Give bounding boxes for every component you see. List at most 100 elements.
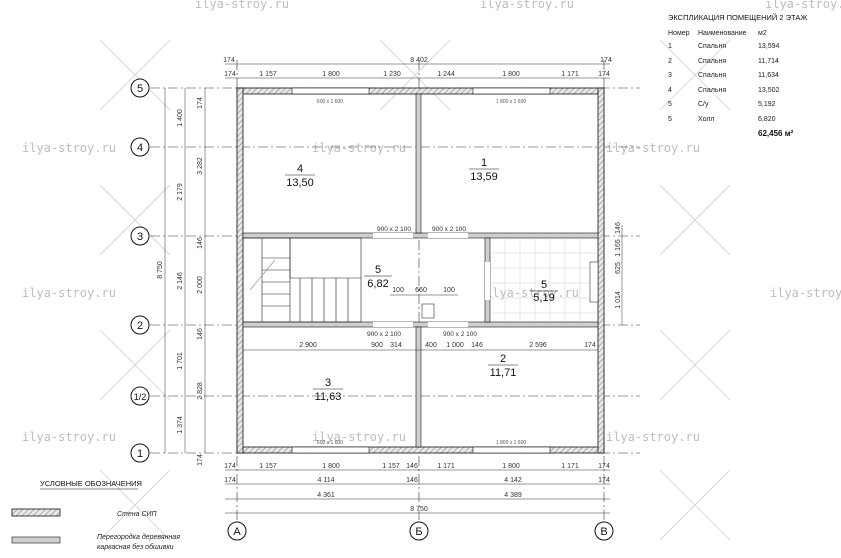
partitions (242, 93, 599, 448)
room-number: 4 (297, 163, 303, 175)
mid-row-dimensions: 2 900 900 314 400 1 000 146 2 596 174 (243, 342, 598, 351)
dim-text: 174 (224, 477, 236, 484)
watermark-text: ilya-stroy.ru (765, 0, 841, 11)
explication-area: 11,634 (758, 72, 779, 79)
dim-text: 4 361 (317, 492, 335, 499)
legend: УСЛОВНЫЕ ОБОЗНАЧЕНИЯ Стена СИП Перегород… (11, 479, 180, 551)
window-labels: 600 x 1 600 1 800 x 1 600 600 x 1 600 1 … (317, 99, 526, 446)
dim-text: 1 701 (177, 352, 184, 370)
dim-text: 1 157 (259, 71, 277, 78)
door-labels: 900 x 2 100 900 x 2 100 900 x 2 100 900 … (367, 226, 477, 338)
axis-label: 1/2 (134, 392, 147, 402)
dim-text: 4 114 (318, 477, 335, 484)
dim-text: 146 (471, 342, 483, 349)
dim-text: 4 389 (504, 492, 522, 499)
dim-text: 900 (371, 342, 383, 349)
room-area: 11,63 (315, 391, 342, 403)
dim-text: 1 800 (322, 71, 340, 78)
explication-area: 13,594 (758, 43, 780, 50)
explication-num: 3 (668, 72, 672, 79)
explication-num: 2 (668, 58, 672, 65)
legend-label-wall: Стена СИП (117, 511, 158, 518)
window-label: 1 800 x 1 600 (496, 440, 527, 446)
room-number: 5 (541, 279, 547, 291)
window-label: 600 x 1 600 (317, 440, 343, 446)
dim-text: 1 244 (437, 71, 455, 78)
explication-name: Холл (698, 116, 715, 123)
door-label: 900 x 2 100 (367, 331, 401, 338)
explication-title: ЭКСПЛИКАЦИЯ ПОМЕЩЕНИЙ 2 ЭТАЖ (668, 13, 807, 22)
dim-text: 146 (197, 237, 204, 249)
explication-num: 4 (668, 87, 672, 94)
dim-text: 1 800 (502, 71, 520, 78)
room-labels: 4 13,50 1 13,59 5 6,82 5 5,19 2 11,71 3 … (285, 157, 558, 403)
room-area: 5,19 (533, 292, 554, 304)
watermark-lines (99, 39, 731, 541)
dim-text: 174 (598, 463, 610, 470)
dim-text: 8 402 (410, 57, 428, 64)
room-number: 3 (325, 377, 331, 389)
explication-num: 5 (668, 116, 672, 123)
explication-area: 11,714 (758, 58, 779, 65)
watermark-text: ilya-stroy.ru (312, 430, 406, 444)
watermarks: ilya-stroy.ru ilya-stroy.ru ilya-stroy.r… (22, 0, 841, 444)
dim-text: 1 171 (437, 463, 455, 470)
explication-name: Спальня (698, 43, 726, 50)
dim-text: 1 171 (561, 71, 579, 78)
dim-text: 146 (406, 477, 418, 484)
axis-label: 5 (137, 83, 143, 95)
explication-name: Спальня (698, 87, 726, 94)
dim-text: 1 230 (383, 71, 401, 78)
watermark-text: ilya-stroy.ru (22, 430, 116, 444)
legend-label-partition-2: каркасная без обшивки (97, 543, 174, 551)
legend-swatch-partition (11, 536, 61, 544)
window-label: 1 800 x 1 600 (496, 99, 527, 105)
dim-text: 2 828 (197, 382, 204, 400)
dim-text: 100 (392, 287, 404, 294)
explication-area: 13,502 (758, 87, 780, 94)
dim-text: 174 (600, 57, 612, 64)
explication-total: 62,456 м² (758, 129, 794, 138)
explication-area: 6,820 (758, 116, 776, 123)
dim-text: 1 157 (382, 463, 400, 470)
watermark-text: ilya-stroy.ru (22, 286, 116, 300)
dim-text: 1 800 (322, 463, 340, 470)
explication-header-name: Наименование (698, 30, 747, 37)
watermark-text: ilya-stroy.ru (606, 141, 700, 155)
staircase (242, 237, 362, 323)
dim-text: 1 171 (561, 463, 579, 470)
dim-text: 146 (406, 463, 418, 470)
bathroom-tiles (490, 238, 598, 322)
door-label: 900 x 2 100 (443, 331, 477, 338)
dim-text: 1 000 (446, 342, 464, 349)
dim-text: 1 014 (615, 291, 622, 309)
explication-num: 5 (668, 101, 672, 108)
dim-text: 174 (584, 342, 596, 349)
axis-label: 1 (137, 448, 143, 460)
room-number: 5 (375, 264, 381, 276)
dim-text: 1 800 (502, 463, 520, 470)
axis-label: Б (415, 526, 422, 538)
dim-text: 146 (615, 222, 622, 234)
window-label: 600 x 1 600 (317, 99, 343, 105)
dim-text: 4 142 (504, 477, 522, 484)
explication-header-area: м2 (758, 30, 767, 37)
dim-text: 146 (197, 328, 204, 340)
room-area: 11,71 (490, 367, 517, 379)
watermark-text: ilya-stroy.ru (485, 286, 579, 300)
dim-text: 660 (415, 287, 427, 294)
explication-header-num: Номер (668, 30, 690, 37)
explication-area: 5,192 (758, 101, 776, 108)
dim-text: 400 (425, 342, 437, 349)
row-axis-markers: 5 4 3 2 1/2 1 (130, 78, 150, 463)
legend-label-partition-1: Перегородка деревянная (97, 533, 180, 541)
dim-text: 1 157 (259, 463, 277, 470)
dim-text: 174 (224, 463, 236, 470)
room-number: 1 (481, 157, 487, 169)
explication-num: 1 (668, 43, 672, 50)
dim-text: 2 900 (299, 342, 317, 349)
axis-label: 3 (137, 231, 143, 243)
watermark-text: ilya-stroy.ru (480, 0, 574, 11)
toilet-fixture (421, 303, 435, 319)
